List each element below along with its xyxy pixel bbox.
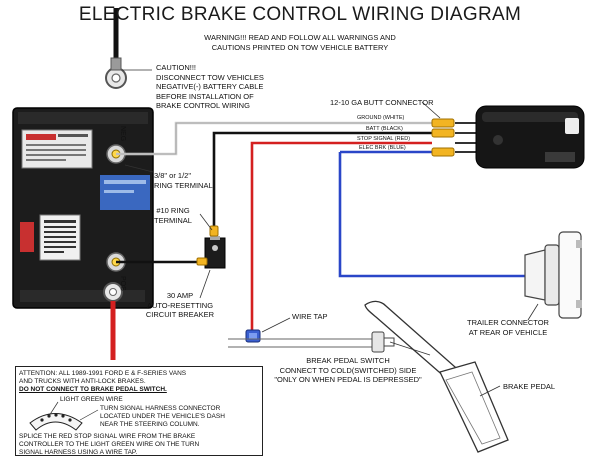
light-green-label: LIGHT GREEN WIRE xyxy=(60,396,123,403)
brake-pedal-label: BRAKE PEDAL xyxy=(503,382,556,391)
brake-controller xyxy=(475,105,585,169)
page-title: ELECTRIC BRAKE CONTROL WIRING DIAGRAM xyxy=(78,4,522,25)
stop-wire-label: STOP SIGNAL (RED) xyxy=(357,136,411,142)
attention-line1: ATTENTION: ALL 1989-1991 FORD E & F-SERI… xyxy=(19,370,187,377)
ring-10-label: #10 RING TERMINAL xyxy=(154,206,192,225)
batt-wire-label: BATT (BLACK) xyxy=(366,126,403,132)
caution-note: CAUTION!!! DISCONNECT TOW VEHICLES NEGAT… xyxy=(156,63,264,110)
harness-connector-graphic xyxy=(29,401,99,431)
circuit-breaker xyxy=(196,225,226,269)
pedal-switch-graphic xyxy=(371,331,395,353)
battery xyxy=(12,107,154,309)
butt-connector-label: 12-10 GA BUTT CONNECTOR xyxy=(330,98,434,107)
pedal-switch-wire xyxy=(228,338,372,348)
pos-label: POS xyxy=(119,276,126,291)
splice-note: SPLICE THE RED STOP SIGNAL WIRE FROM THE… xyxy=(19,433,200,456)
stop-wire xyxy=(250,141,432,338)
batt-wire xyxy=(212,131,432,236)
ground-wire-label: GROUND (WHITE) xyxy=(357,115,405,121)
wire-tap-graphic xyxy=(245,329,261,343)
positive-ring-terminal xyxy=(103,282,123,302)
attention-line2: AND TRUCKS WITH ANTI-LOCK BRAKES. xyxy=(19,378,146,385)
pedal-switch-label: BREAK PEDAL SWITCH CONNECT TO COLD(SWITC… xyxy=(274,356,422,384)
attention-box: ATTENTION: ALL 1989-1991 FORD E & F-SERI… xyxy=(15,366,263,456)
brake-wire xyxy=(338,150,525,278)
trailer-connector-graphic xyxy=(524,231,582,319)
negative-ring-terminal xyxy=(105,57,127,89)
attention-do-not: DO NOT CONNECT TO BRAKE PEDAL SWITCH. xyxy=(19,386,167,393)
breaker-label: 30 AMP AUTO-RESETTING CIRCUIT BREAKER xyxy=(145,291,215,319)
leader-lines xyxy=(122,69,539,397)
butt-connectors xyxy=(431,118,455,157)
warning-note: WARNING!!! READ AND FOLLOW ALL WARNINGS … xyxy=(204,33,396,52)
trailer-connector-label: TRAILER CONNECTOR AT REAR OF VEHICLE xyxy=(467,318,549,337)
ring-terminal-label: 3/8" or 1/2" RING TERMINAL xyxy=(154,171,213,190)
brake-pedal-graphic xyxy=(364,300,509,453)
brake-wire-label: ELEC BRK (BLUE) xyxy=(359,145,406,151)
wire-tap-label: WIRE TAP xyxy=(292,312,328,321)
neg-label: NEG xyxy=(119,126,126,142)
harness-label: TURN SIGNAL HARNESS CONNECTOR LOCATED UN… xyxy=(100,405,225,428)
